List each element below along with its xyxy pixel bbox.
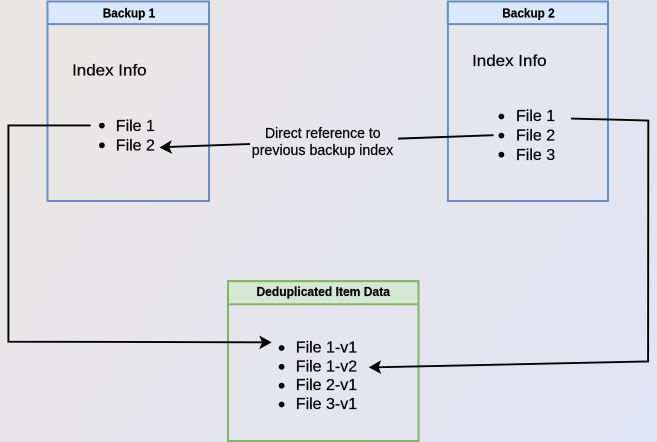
svg-text:File 2: File 2 bbox=[116, 137, 155, 154]
svg-text:previous backup index: previous backup index bbox=[252, 143, 394, 159]
svg-text:File 1: File 1 bbox=[116, 118, 155, 135]
svg-text:Backup 1: Backup 1 bbox=[103, 5, 156, 20]
svg-text:File 3-v1: File 3-v1 bbox=[296, 396, 357, 413]
svg-text:Backup 2: Backup 2 bbox=[502, 5, 555, 20]
svg-text:Deduplicated Item Data: Deduplicated Item Data bbox=[256, 284, 390, 299]
svg-text:File 1: File 1 bbox=[516, 108, 555, 125]
svg-text:File 1-v1: File 1-v1 bbox=[296, 340, 357, 357]
svg-text:File 2: File 2 bbox=[516, 128, 555, 145]
svg-text:File 2-v1: File 2-v1 bbox=[296, 377, 357, 394]
svg-text:File 1-v2: File 1-v2 bbox=[296, 358, 357, 375]
svg-text:Index Info: Index Info bbox=[72, 63, 147, 80]
svg-text:File 3: File 3 bbox=[516, 147, 555, 164]
svg-text:Direct reference to: Direct reference to bbox=[265, 126, 381, 142]
svg-text:Index Info: Index Info bbox=[472, 53, 547, 70]
